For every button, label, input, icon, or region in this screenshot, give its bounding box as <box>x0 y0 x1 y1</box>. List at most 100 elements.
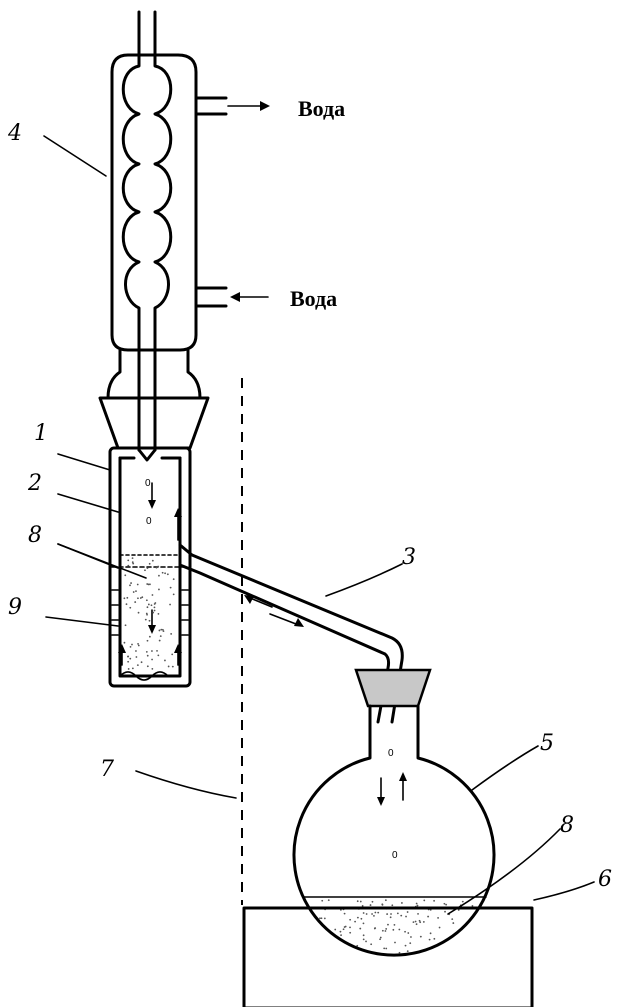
sample-dot <box>169 586 172 589</box>
sample-dot <box>147 583 150 586</box>
solvent-dot <box>384 930 387 932</box>
sample-dot <box>146 639 149 642</box>
sample-dot <box>151 667 154 670</box>
vapour-bubble: 0 <box>388 748 394 759</box>
sample-dot <box>127 660 130 663</box>
sample-dot <box>136 583 139 586</box>
solvent-dot <box>381 903 384 906</box>
solvent-dot <box>371 900 374 903</box>
sample-dot <box>141 596 144 599</box>
solvent-dot <box>401 902 403 904</box>
sample-dot <box>148 619 151 622</box>
solvent-dot <box>354 920 356 923</box>
water-inlet-arrow <box>230 292 269 302</box>
solvent-dot <box>362 912 365 914</box>
solvent-dot <box>327 899 330 902</box>
sample-dot <box>151 594 154 596</box>
solvent-dot <box>343 926 346 928</box>
solvent-dot <box>359 927 362 930</box>
sample-dot <box>161 571 164 574</box>
sample-dot <box>124 574 127 577</box>
solvent-dot <box>400 914 403 917</box>
solvent-dot <box>393 923 396 926</box>
solvent-dot <box>405 915 407 918</box>
sample-dot <box>158 639 161 642</box>
solvent-dot <box>422 921 425 923</box>
solvent-dot <box>396 912 399 915</box>
sample-dot <box>157 654 160 657</box>
solvent-dot <box>385 928 388 930</box>
sample-dot <box>134 601 137 603</box>
sample-dot <box>135 590 137 593</box>
sample-dot <box>129 606 132 609</box>
side-tube <box>178 543 404 724</box>
solvent-dot <box>339 930 342 933</box>
sample-dot <box>137 644 140 647</box>
sample-dot <box>156 650 158 652</box>
solvent-dot <box>392 928 395 931</box>
sample-dot <box>135 650 137 652</box>
solvent-dot <box>414 920 417 923</box>
sample-dot <box>137 642 139 645</box>
solvent-dot <box>398 951 401 954</box>
solvent-dot <box>404 944 407 947</box>
solvent-dot <box>419 921 422 924</box>
callout-1-extractor: 1 <box>34 421 48 446</box>
solvent-dot <box>320 917 323 920</box>
sample-dot <box>151 650 153 652</box>
sample-dot <box>129 657 132 660</box>
sample-dot <box>123 597 126 600</box>
sample-dot <box>166 573 169 576</box>
sample-dot <box>131 561 134 564</box>
callout-5-flask: 5 <box>540 731 554 756</box>
solvent-dot <box>451 918 454 921</box>
solvent-dot <box>383 947 386 950</box>
vapour-bubble: 0 <box>392 850 398 861</box>
sample-dot <box>145 599 148 602</box>
sample-dot <box>157 612 160 615</box>
sample-dot <box>146 567 149 570</box>
sample-dot <box>158 574 160 577</box>
solvent-dot <box>433 899 435 902</box>
sample-dot <box>157 565 160 568</box>
solvent-dot <box>321 899 324 902</box>
solvent-dot <box>343 912 346 915</box>
solvent-dot <box>418 919 421 922</box>
solvent-dot <box>412 921 415 924</box>
solvent-dot <box>443 902 446 905</box>
callout-leaders <box>43 135 595 915</box>
sample-dot <box>127 655 129 658</box>
sample-dot <box>140 661 143 664</box>
water-out-label: Вода <box>298 96 345 121</box>
sample-dot <box>151 658 153 661</box>
sample-material <box>123 557 175 670</box>
sample-dot <box>124 624 127 627</box>
solvent-dot <box>429 932 432 935</box>
solvent-dot <box>373 914 375 917</box>
extractor-body: 0 0 <box>108 446 192 688</box>
vapour-bubble: 0 <box>145 478 151 489</box>
solvent-dot <box>369 904 372 906</box>
solvent-dot <box>471 904 474 907</box>
solvent-dot <box>390 913 392 915</box>
solvent-dot <box>365 913 368 915</box>
solvent-dot <box>362 938 365 941</box>
solvent-dot <box>342 928 345 931</box>
solvent-dot <box>391 904 394 907</box>
solvent-dot <box>349 931 352 934</box>
solvent-dot <box>349 918 352 921</box>
solvent-dot <box>379 938 381 941</box>
sample-dot <box>153 606 156 609</box>
solvent-dot <box>415 902 418 905</box>
round-bottom-flask: 0 0 <box>292 704 496 957</box>
sample-dot <box>137 611 140 614</box>
sample-dot <box>129 645 132 648</box>
solvent-dot <box>438 926 441 929</box>
sample-dot <box>149 583 151 586</box>
solvent-dot <box>404 930 406 933</box>
sample-dot <box>155 566 158 569</box>
solvent-dot <box>374 911 377 914</box>
sample-dot <box>158 629 161 632</box>
volume-scale <box>111 589 189 636</box>
vapour-bubble: 0 <box>146 516 152 527</box>
